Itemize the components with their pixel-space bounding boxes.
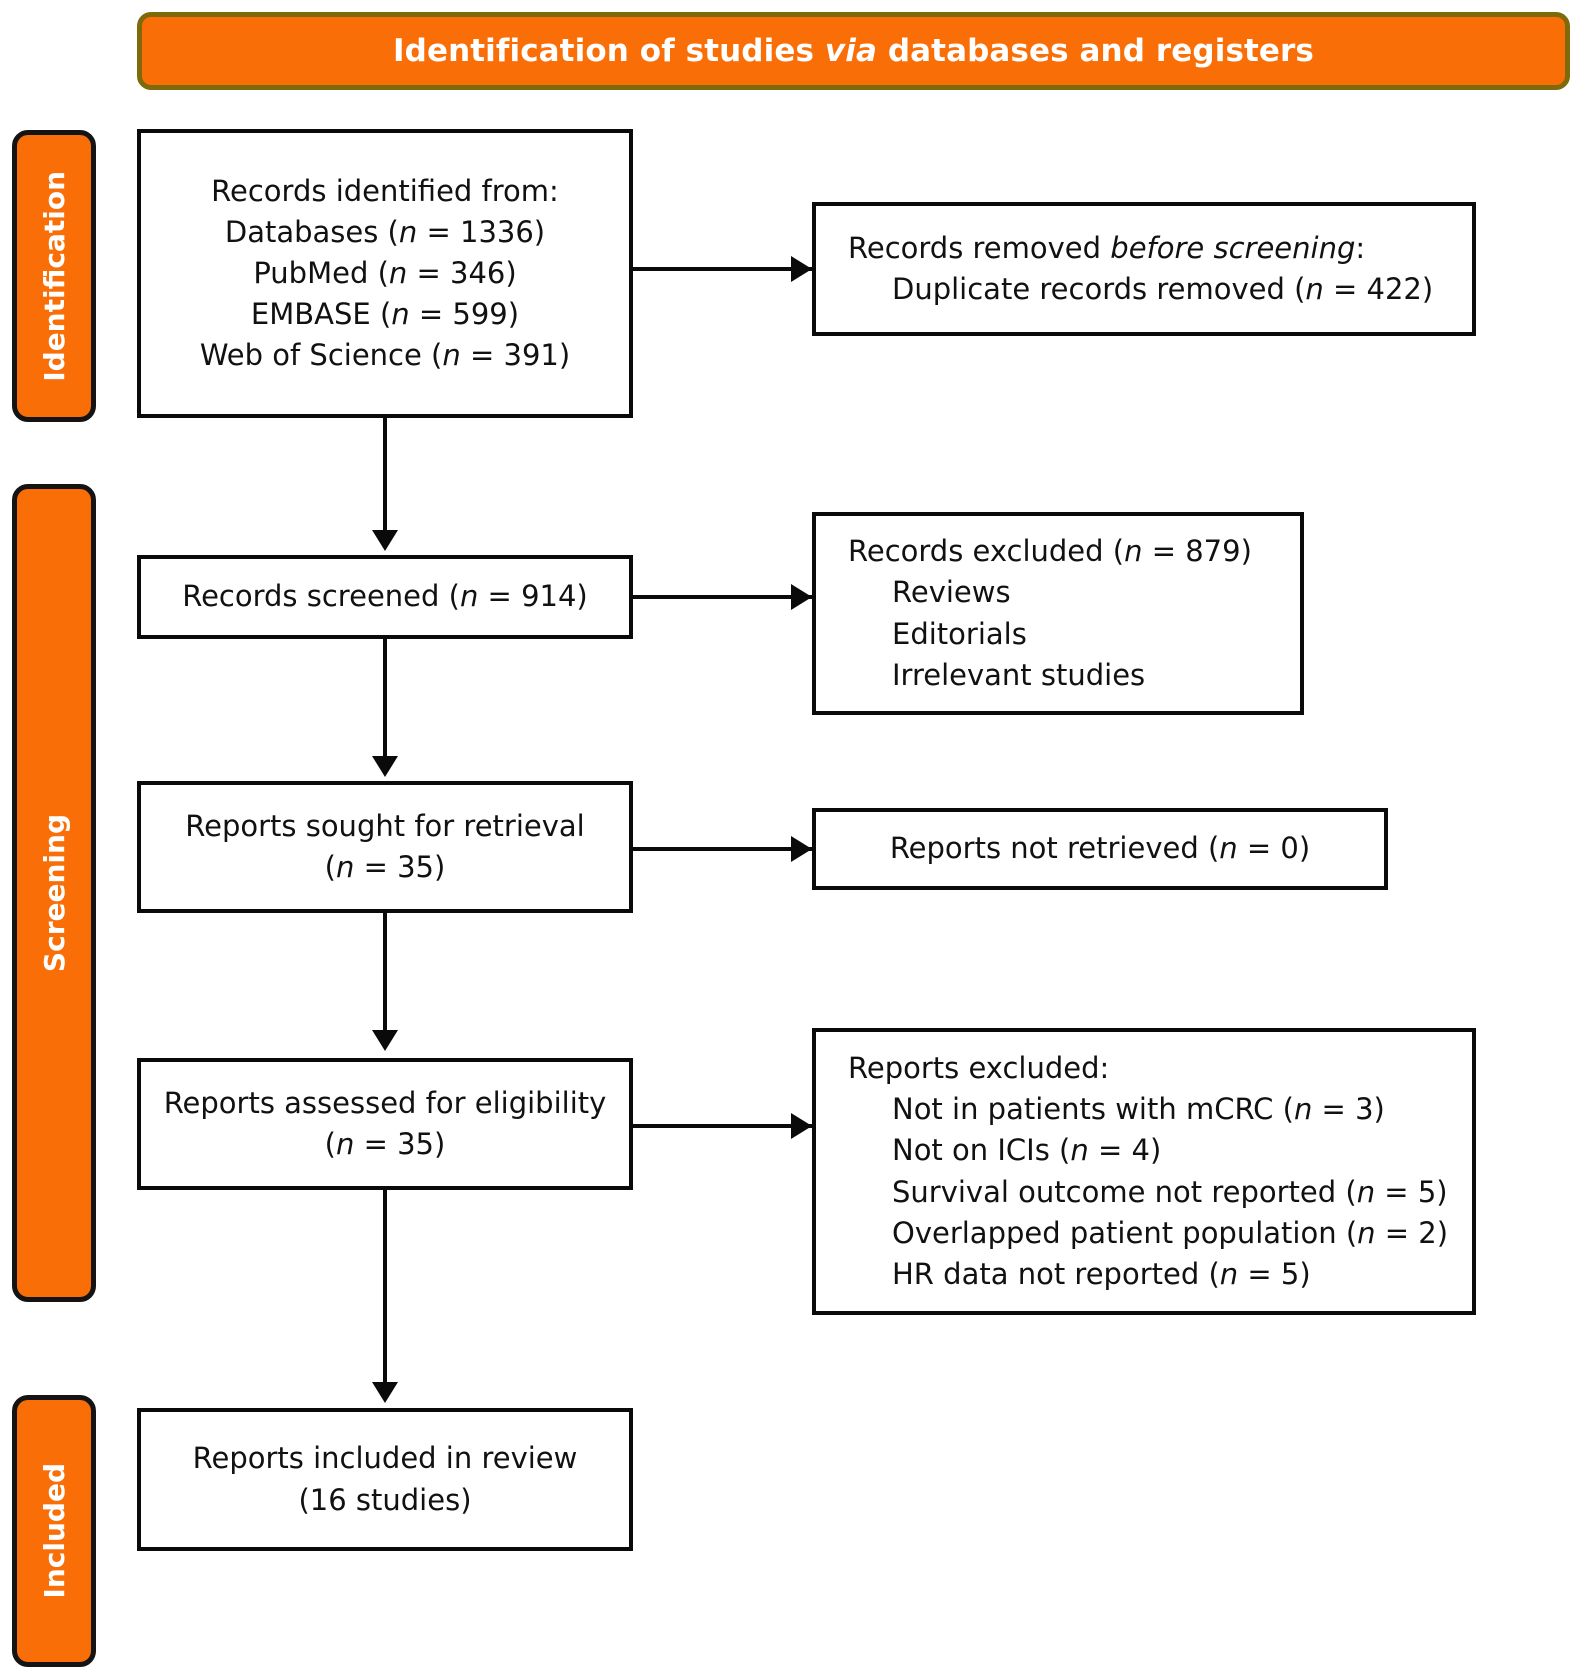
reports-sought-line-0: Reports sought for retrieval (185, 808, 585, 843)
connector-assessed-to-excluded (633, 1124, 815, 1128)
arrowhead-screened-to-sought (372, 756, 398, 777)
records-removed-text: Records removed before screening: Duplic… (816, 228, 1472, 310)
reports-included-line-0: Reports included in review (192, 1441, 578, 1476)
arrowhead-assessed-to-excluded (791, 1113, 812, 1139)
records-removed-prefix: Records removed (848, 230, 1111, 265)
stage-bar-identification: Identification (12, 130, 96, 422)
reports-excluded-line-1: Not in patients with mCRC (n = 3) (892, 1092, 1385, 1127)
records-screened-line-0: Records screened (n = 914) (182, 579, 588, 614)
records-excluded-line-3: Irrelevant studies (892, 657, 1146, 692)
stage-label-screening: Screening (37, 813, 71, 973)
box-records-excluded: Records excluded (n = 879) Reviews Edito… (812, 512, 1304, 715)
records-identified-line-0: Records identified from: (211, 173, 559, 208)
arrowhead-sought-to-not-retrieved (791, 836, 812, 862)
box-reports-assessed: Reports assessed for eligibility (n = 35… (137, 1058, 633, 1190)
records-identified-text: Records identified from: Databases (n = … (141, 171, 629, 377)
records-removed-italic: before screening (1110, 230, 1356, 265)
box-records-identified: Records identified from: Databases (n = … (137, 129, 633, 418)
records-removed-line-0: Records removed before screening: (848, 228, 1458, 269)
reports-included-line-1: (16 studies) (298, 1482, 472, 1517)
connector-sought-to-not-retrieved (633, 847, 815, 851)
reports-excluded-line-5: HR data not reported (n = 5) (892, 1256, 1311, 1291)
reports-excluded-text: Reports excluded: Not in patients with m… (816, 1048, 1472, 1295)
records-identified-line-2: PubMed (n = 346) (253, 255, 517, 290)
stage-label-identification: Identification (37, 170, 71, 382)
reports-excluded-line-4: Overlapped patient population (n = 2) (892, 1215, 1449, 1250)
arrowhead-sought-to-assessed (372, 1030, 398, 1051)
reports-sought-text: Reports sought for retrieval (n = 35) (141, 806, 629, 888)
arrowhead-assessed-to-included (372, 1382, 398, 1403)
connector-screened-to-excluded (633, 595, 815, 599)
box-records-removed: Records removed before screening: Duplic… (812, 202, 1476, 336)
reports-assessed-line-1: (n = 35) (324, 1127, 446, 1161)
diagram-header-title: Identification of studies via databases … (393, 33, 1314, 69)
box-reports-sought: Reports sought for retrieval (n = 35) (137, 781, 633, 913)
banner-italic-via: via (824, 33, 877, 69)
reports-excluded-line-0: Reports excluded: (848, 1050, 1110, 1085)
records-excluded-line-0: Records excluded (n = 879) (848, 534, 1252, 569)
connector-assessed-to-included (383, 1190, 387, 1390)
records-identified-line-3: EMBASE (n = 599) (250, 297, 520, 332)
records-excluded-text: Records excluded (n = 879) Reviews Edito… (816, 531, 1300, 696)
connector-sought-to-assessed (383, 913, 387, 1038)
reports-assessed-text: Reports assessed for eligibility (n = 35… (141, 1083, 629, 1165)
reports-excluded-line-2: Not on ICIs (n = 4) (892, 1133, 1162, 1168)
arrowhead-screened-to-excluded (791, 584, 812, 610)
arrowhead-identified-to-screened (372, 530, 398, 551)
connector-screened-to-sought (383, 639, 387, 764)
box-reports-excluded: Reports excluded: Not in patients with m… (812, 1028, 1476, 1315)
stage-label-included: Included (37, 1463, 71, 1599)
banner-prefix: Identification of studies (393, 33, 825, 69)
records-excluded-line-2: Editorials (892, 616, 1027, 651)
reports-included-text: Reports included in review (16 studies) (141, 1438, 629, 1520)
box-reports-not-retrieved: Reports not retrieved (n = 0) (812, 808, 1388, 890)
reports-assessed-line-0: Reports assessed for eligibility (163, 1085, 607, 1120)
arrowhead-identified-to-removed (791, 256, 812, 282)
records-identified-line-4: Web of Science (n = 391) (199, 338, 571, 373)
records-removed-suffix: : (1355, 230, 1366, 265)
records-removed-line-1: Duplicate records removed (n = 422) (892, 272, 1434, 306)
connector-identified-to-screened (383, 418, 387, 538)
stage-bar-screening: Screening (12, 484, 96, 1302)
box-reports-included: Reports included in review (16 studies) (137, 1408, 633, 1551)
stage-bar-included: Included (12, 1395, 96, 1667)
reports-excluded-line-3: Survival outcome not reported (n = 5) (892, 1174, 1448, 1209)
records-identified-line-1: Databases (n = 1336) (224, 214, 546, 249)
reports-not-retrieved-text: Reports not retrieved (n = 0) (816, 828, 1384, 869)
reports-not-retrieved-line-0: Reports not retrieved (n = 0) (889, 831, 1311, 866)
box-records-screened: Records screened (n = 914) (137, 555, 633, 639)
records-screened-text: Records screened (n = 914) (141, 576, 629, 617)
banner-suffix: databases and registers (876, 33, 1314, 69)
connector-identified-to-removed (633, 267, 815, 271)
records-excluded-line-1: Reviews (892, 575, 1011, 610)
reports-sought-line-1: (n = 35) (324, 850, 446, 884)
diagram-header-banner: Identification of studies via databases … (137, 12, 1570, 90)
